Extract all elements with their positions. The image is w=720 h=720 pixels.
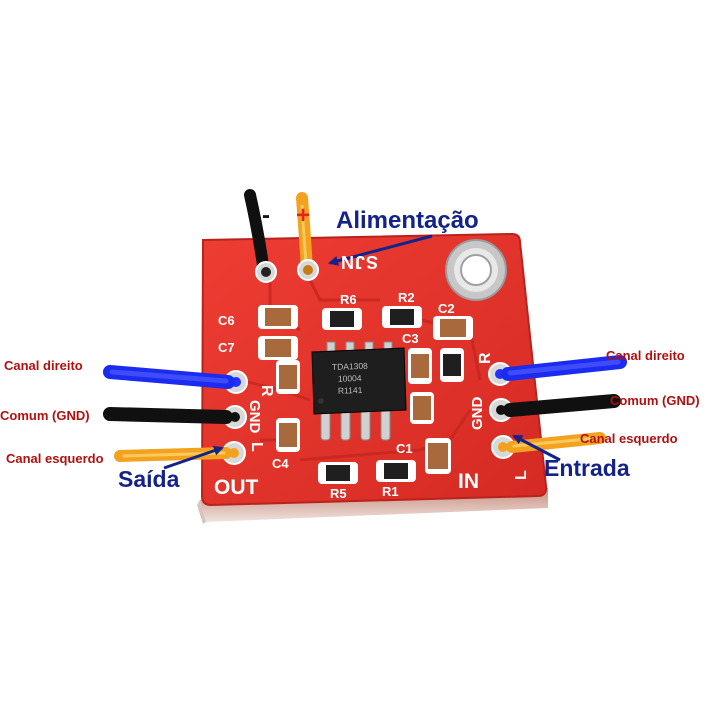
mounting-hole xyxy=(445,239,507,301)
capacitor-c1 xyxy=(425,438,451,474)
label-r5: R5 xyxy=(330,486,347,501)
label-c7: C7 xyxy=(218,340,235,355)
power-arrow xyxy=(328,234,433,266)
annotation-arrows xyxy=(163,234,561,470)
capacitor-c4 xyxy=(276,418,300,452)
capacitor-c6 xyxy=(258,305,298,329)
right-ground-label: Comum (GND) xyxy=(610,393,700,408)
chip-markings: TDA1308 10004 R1141 xyxy=(332,361,369,396)
power-pads xyxy=(255,259,319,283)
silk-sjn: SJN xyxy=(340,252,378,272)
label-c2: C2 xyxy=(438,301,455,316)
right-wires xyxy=(501,355,627,453)
resistor-r1 xyxy=(376,460,416,482)
smd-components xyxy=(258,305,473,484)
right-pin-r: R xyxy=(477,352,494,364)
ic-chip xyxy=(311,341,407,441)
plus-sign: + xyxy=(296,202,311,229)
input-section-label: Entrada xyxy=(544,455,630,481)
chip-line-3: R1141 xyxy=(338,385,363,396)
capacitor-c7 xyxy=(258,336,298,360)
label-c6: C6 xyxy=(218,313,235,328)
resistor-r5 xyxy=(318,462,358,484)
power-title: Alimentação xyxy=(336,207,479,234)
left-right-channel-label: Canal direito xyxy=(4,358,83,373)
right-left-channel-label: Canal esquerdo xyxy=(580,431,678,446)
left-pin-l: L xyxy=(248,442,265,452)
right-pin-l: L xyxy=(513,470,530,480)
input-arrow xyxy=(512,434,561,462)
capacitor-small-2 xyxy=(410,392,434,424)
chip-line-2: 10004 xyxy=(338,373,362,384)
left-ground-label: Comum (GND) xyxy=(0,408,90,423)
label-r1: R1 xyxy=(382,484,399,499)
resistor-r2 xyxy=(382,306,422,328)
right-right-channel-label: Canal direito xyxy=(606,348,685,363)
out-label: OUT xyxy=(214,476,259,499)
chip-line-1: TDA1308 xyxy=(332,361,369,372)
label-r2: R2 xyxy=(398,290,415,305)
label-c1: C1 xyxy=(396,441,413,456)
right-pin-gnd: GND xyxy=(469,397,486,431)
capacitor-c3 xyxy=(408,348,432,384)
resistor-r6 xyxy=(322,308,362,330)
left-pin-gnd: GND xyxy=(246,400,263,434)
label-r6: R6 xyxy=(340,292,357,307)
capacitor-c2 xyxy=(433,316,473,340)
left-left-channel-label: Canal esquerdo xyxy=(6,451,104,466)
resistor-vertical-1 xyxy=(440,348,464,382)
output-arrow xyxy=(163,445,224,470)
left-pin-r: R xyxy=(258,385,275,397)
in-label: IN xyxy=(458,470,479,493)
capacitor-small-1 xyxy=(276,360,300,394)
silkscreen: R6 R2 C2 C6 C7 C3 R5 R1 C1 C4 SJN R GND … xyxy=(214,252,530,501)
label-c3: C3 xyxy=(402,331,419,346)
minus-sign: - xyxy=(262,202,270,229)
output-section-label: Saída xyxy=(118,466,180,492)
label-c4: C4 xyxy=(272,456,289,471)
